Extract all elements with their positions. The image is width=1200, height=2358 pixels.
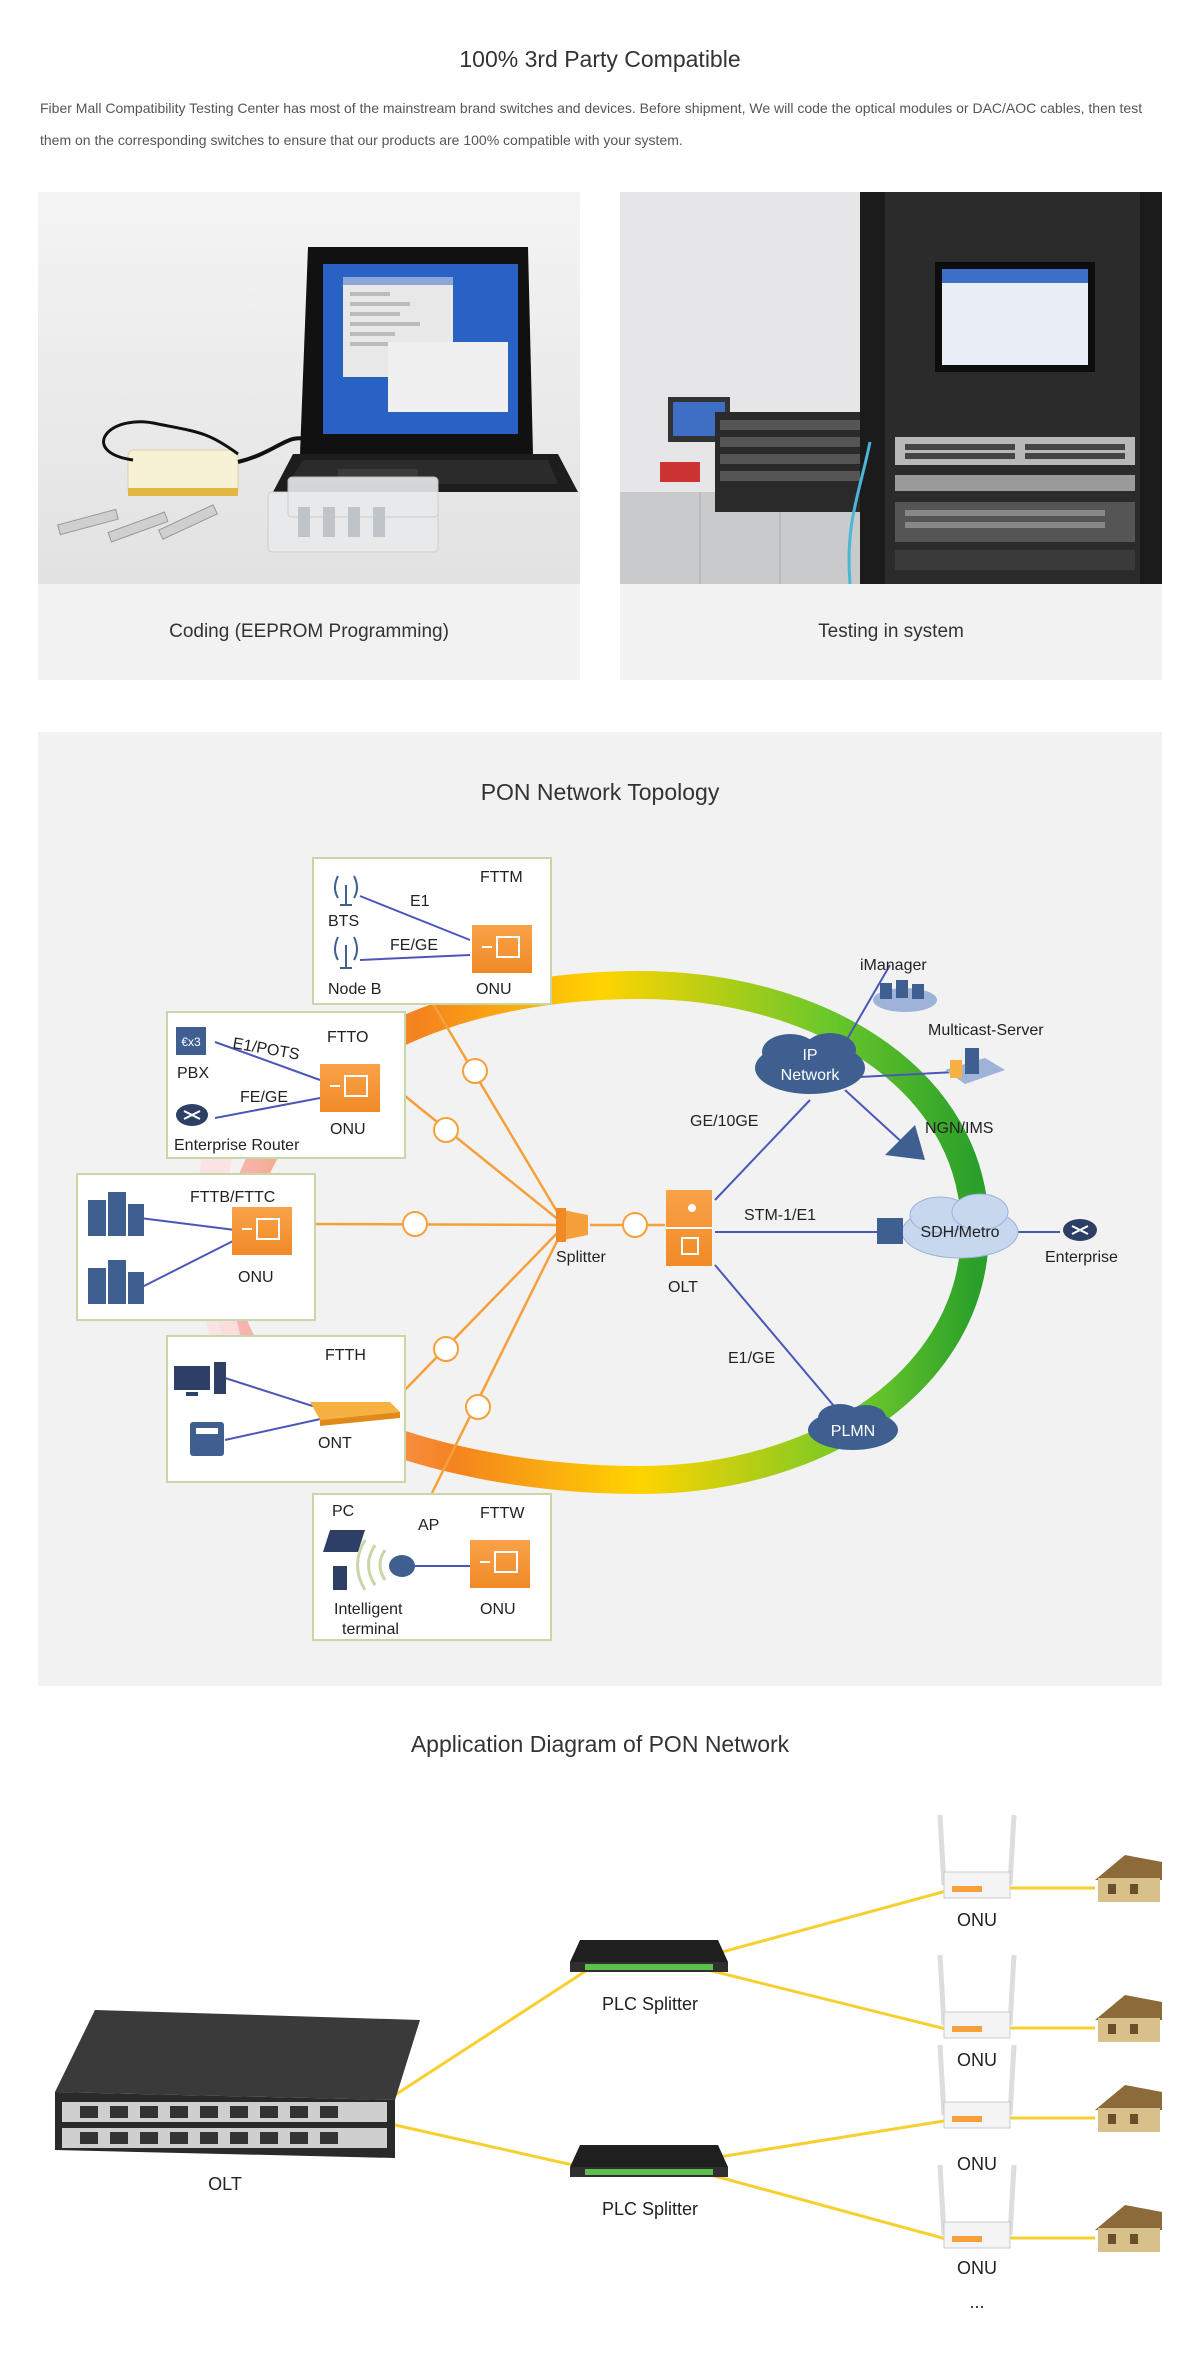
fttw-onu-label: ONU [480,1601,516,1618]
card-caption-coding: Coding (EEPROM Programming) [169,621,449,642]
ont-icon [310,1402,400,1426]
olt-device-label: OLT [208,2174,242,2194]
nodeb-label: Node B [328,981,381,998]
fttw-pc-label: PC [332,1503,354,1520]
fttw-ap-label: AP [418,1517,439,1534]
fttw-label: FTTW [480,1505,525,1522]
coding-photo [38,192,580,584]
fttw-onu-icon [470,1540,530,1588]
topology-title: PON Network Topology [481,779,720,805]
fttb-onu-icon [232,1207,292,1255]
imanager-icon [873,980,937,1012]
olt-label: OLT [668,1279,698,1296]
ftto-onu-icon [320,1064,380,1112]
onu-label-4: ONU [957,2258,997,2278]
connector-icon [433,1336,459,1362]
computer-icon [174,1362,226,1396]
ip-network-line1: IP [802,1047,817,1064]
ngn-ims-icon [885,1125,925,1160]
fttm-label: FTTM [480,869,523,886]
fttb-label: FTTB/FTTC [190,1189,275,1206]
connector-icon [433,1117,459,1143]
ftth-ont-label: ONT [318,1435,352,1452]
plc-splitter-icon [570,1940,728,1972]
fttw-terminal-line1: Intelligent [334,1601,403,1618]
house-icon [1095,1855,1162,1902]
onu-label-3: ONU [957,2154,997,2174]
enterprise-router-icon [1063,1219,1097,1241]
imanager-label: iManager [860,957,927,974]
ngn-ims-label: NGN/IMS [925,1120,993,1137]
sdh-metro-label: SDH/Metro [920,1224,999,1241]
ftto-onu-label: ONU [330,1121,366,1138]
link-e1ge-label: E1/GE [728,1350,775,1367]
fttb-onu-label: ONU [238,1269,274,1286]
connector-icon [622,1212,648,1238]
router-icon [176,1104,208,1126]
onu-router-icon [937,1814,1017,1899]
onu-ellipsis: ... [969,2292,984,2312]
node-b-icon [334,936,358,969]
plc-splitter-2-label: PLC Splitter [602,2199,698,2219]
splitter-label: Splitter [556,1249,606,1266]
intro-paragraph: Fiber Mall Compatibility Testing Center … [40,100,1143,148]
connector-icon [402,1211,428,1237]
testing-photo [620,192,1162,584]
plmn-label: PLMN [831,1423,875,1440]
sdh-switch-icon [877,1218,903,1244]
fttm-fege-label: FE/GE [390,937,438,954]
building-icon [88,1192,144,1304]
fttm-e1-label: E1 [410,893,430,910]
onu-router-icon [937,2044,1017,2129]
wifi-waves-icon [356,1539,387,1591]
connector-icon [465,1394,491,1420]
sdh-metro-cloud-icon [901,1193,1019,1259]
pbx-icon: €x3 [176,1027,206,1055]
link-ge10ge-label: GE/10GE [690,1113,758,1130]
ap-icon [389,1555,415,1577]
splitter-icon [556,1208,588,1242]
ftto-label: FTTO [327,1029,368,1046]
bts-label: BTS [328,913,359,930]
onu-router-icon [937,1954,1017,2039]
fttm-onu-label: ONU [476,981,512,998]
house-icon [1095,2205,1162,2252]
plmn-cloud-icon [808,1404,898,1450]
laptop-icon [323,1530,365,1552]
bts-icon [334,875,358,906]
application-title: Application Diagram of PON Network [411,1731,790,1757]
ftto-fege-label: FE/GE [240,1089,288,1106]
section-title-compatible: 100% 3rd Party Compatible [459,46,741,72]
connector-icon [462,1058,488,1084]
plc-splitter-1-label: PLC Splitter [602,1994,698,2014]
enterprise-label: Enterprise [1045,1249,1118,1266]
olt-chassis-icon [55,2010,420,2158]
fiber-lines [394,1886,1095,2242]
card-testing: Testing in system [620,192,1162,680]
enterprise-router-label: Enterprise Router [174,1137,300,1154]
svg-text:€x3: €x3 [181,1035,201,1049]
house-icon [1095,2085,1162,2132]
onu-label-1: ONU [957,1910,997,1930]
card-coding: Coding (EEPROM Programming) [38,192,580,680]
multicast-server-icon [945,1048,1005,1084]
house-icon [1095,1995,1162,2042]
ftth-label: FTTH [325,1347,366,1364]
plc-splitter-icon [570,2145,728,2177]
onu-router-icon [937,2164,1017,2249]
feeder-lines [309,1001,665,1494]
ip-network-cloud-icon [755,1033,865,1094]
tablet-icon [333,1566,347,1590]
onu-label-2: ONU [957,2050,997,2070]
pbx-label: PBX [177,1065,209,1082]
phone-icon [190,1422,224,1456]
ip-network-line2: Network [781,1067,841,1084]
fttm-onu-icon [472,925,532,973]
olt-icon [666,1190,712,1266]
card-caption-testing: Testing in system [818,621,964,642]
multicast-server-label: Multicast-Server [928,1022,1044,1039]
link-stm-label: STM-1/E1 [744,1207,816,1224]
fttw-terminal-line2: terminal [342,1621,399,1638]
